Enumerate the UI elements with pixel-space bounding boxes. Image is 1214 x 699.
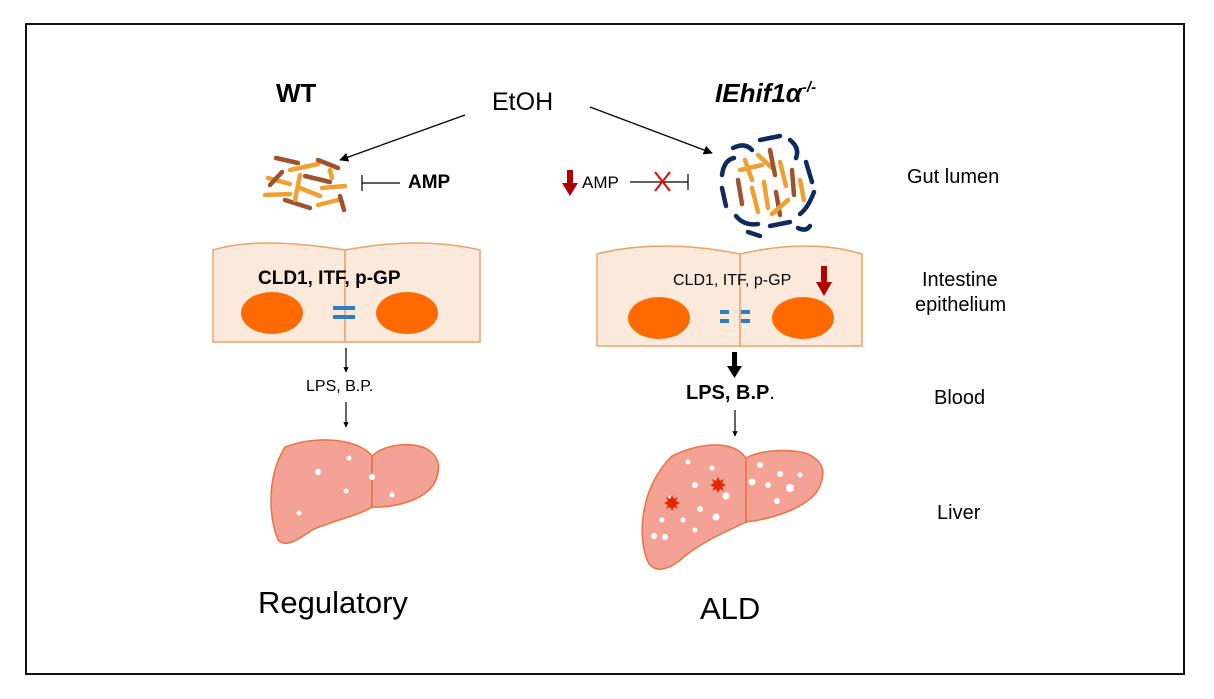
ko-amp-down-arrow	[562, 170, 578, 196]
ko-blood-dot: .	[769, 382, 775, 404]
wt-blood-label: LPS, B.P.	[306, 378, 374, 395]
wt-bacteria-cluster	[262, 155, 348, 213]
wt-title: WT	[276, 78, 317, 108]
ko-blood-label: LPS, B.P.	[686, 383, 775, 403]
etoh-label: EtOH	[492, 88, 554, 116]
layer-gut-lumen-label: Gut lumen	[907, 166, 1000, 188]
ko-junction-proteins-label: CLD1, ITF, p-GP	[673, 272, 792, 289]
layer-epithelium-label: epithelium	[915, 294, 1007, 316]
ko-liver	[641, 444, 824, 570]
ko-title-base: IEhif1α	[715, 78, 802, 108]
wt-liver	[270, 439, 440, 544]
block-x-icon	[654, 171, 671, 192]
ko-title-superscript: -/-	[801, 79, 817, 96]
etoh-to-ko-arrow	[589, 106, 713, 155]
wt-epithelium	[212, 242, 481, 343]
ko-epithelium	[596, 245, 863, 347]
wt-amp-label: AMP	[408, 172, 451, 193]
layer-intestine-label: Intestine	[922, 269, 998, 291]
ko-junction-down-arrow	[816, 266, 832, 296]
ko-blood-text: LPS, B.P	[686, 382, 770, 404]
damage-icon	[710, 477, 726, 493]
ko-amp-label: AMP	[582, 173, 619, 192]
etoh-to-wt-arrow	[339, 114, 466, 162]
figure-frame	[25, 23, 1185, 675]
damage-icon	[664, 495, 680, 511]
ko-title: IEhif1α-/-	[715, 80, 816, 106]
layer-liver-label: Liver	[937, 502, 981, 524]
ko-outcome-label: ALD	[700, 591, 761, 626]
wt-junction-proteins-label: CLD1, ITF, p-GP	[258, 268, 401, 289]
ko-bacteria-cluster	[719, 133, 817, 239]
ko-epithelium-to-blood-arrow	[727, 352, 742, 378]
wt-outcome-label: Regulatory	[258, 585, 408, 620]
layer-blood-label: Blood	[934, 387, 986, 409]
